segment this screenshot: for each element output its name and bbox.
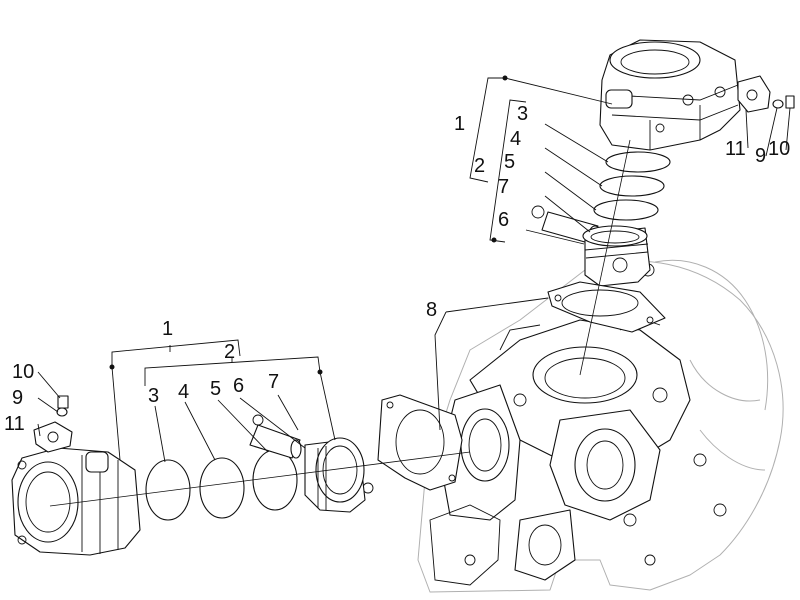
left-cylinder-port — [85, 451, 109, 473]
callout-top-11: 11 — [725, 138, 746, 160]
top-washer — [772, 99, 784, 109]
callout-top-2: 2 — [474, 155, 485, 177]
callout-top-4: 4 — [510, 128, 521, 150]
callout-top-1: 1 — [454, 113, 465, 135]
top-ring-5 — [593, 199, 659, 221]
left-wrist-pin — [249, 424, 301, 459]
callout-left-5: 5 — [210, 378, 221, 400]
callout-left-6: 6 — [233, 375, 244, 397]
callout-main-8: 8 — [426, 299, 437, 321]
leader-lines — [37, 75, 791, 463]
left-bolt — [57, 395, 69, 409]
callout-left-10: 10 — [12, 361, 34, 383]
top-base-gasket — [547, 281, 666, 333]
left-ring-5 — [252, 449, 298, 511]
top-ring-3 — [605, 151, 671, 173]
callout-top-9: 9 — [755, 145, 766, 167]
callout-left-1: 1 — [162, 318, 173, 340]
callout-top-10: 10 — [768, 138, 790, 160]
callout-left-9: 9 — [12, 387, 23, 409]
left-ring-4 — [199, 457, 245, 519]
top-circlip — [531, 205, 545, 219]
callout-left-11: 11 — [4, 413, 25, 435]
top-cylinder-port — [605, 89, 633, 109]
callout-left-3: 3 — [148, 385, 159, 407]
top-plate-gasket — [737, 75, 771, 113]
left-circlip — [252, 414, 264, 426]
top-ring-4 — [599, 175, 665, 197]
left-washer — [56, 407, 68, 417]
top-cylinder-assembly — [531, 39, 795, 376]
callout-numbers: 1 2 3 4 5 6 7 11 9 10 8 1 2 3 4 5 6 7 10… — [4, 103, 790, 435]
callout-top-3: 3 — [517, 103, 528, 125]
callout-left-7: 7 — [268, 371, 279, 393]
left-plate-gasket — [33, 421, 73, 453]
callout-left-2: 2 — [224, 341, 235, 363]
crankcase — [417, 259, 784, 593]
callout-left-4: 4 — [178, 381, 189, 403]
left-base-gasket — [377, 394, 463, 491]
callout-top-7: 7 — [498, 176, 509, 198]
callout-top-5: 5 — [504, 151, 515, 173]
top-bolt — [785, 95, 795, 109]
callout-top-6: 6 — [498, 209, 509, 231]
left-cylinder-assembly — [11, 394, 471, 556]
left-ring-3 — [145, 459, 191, 521]
